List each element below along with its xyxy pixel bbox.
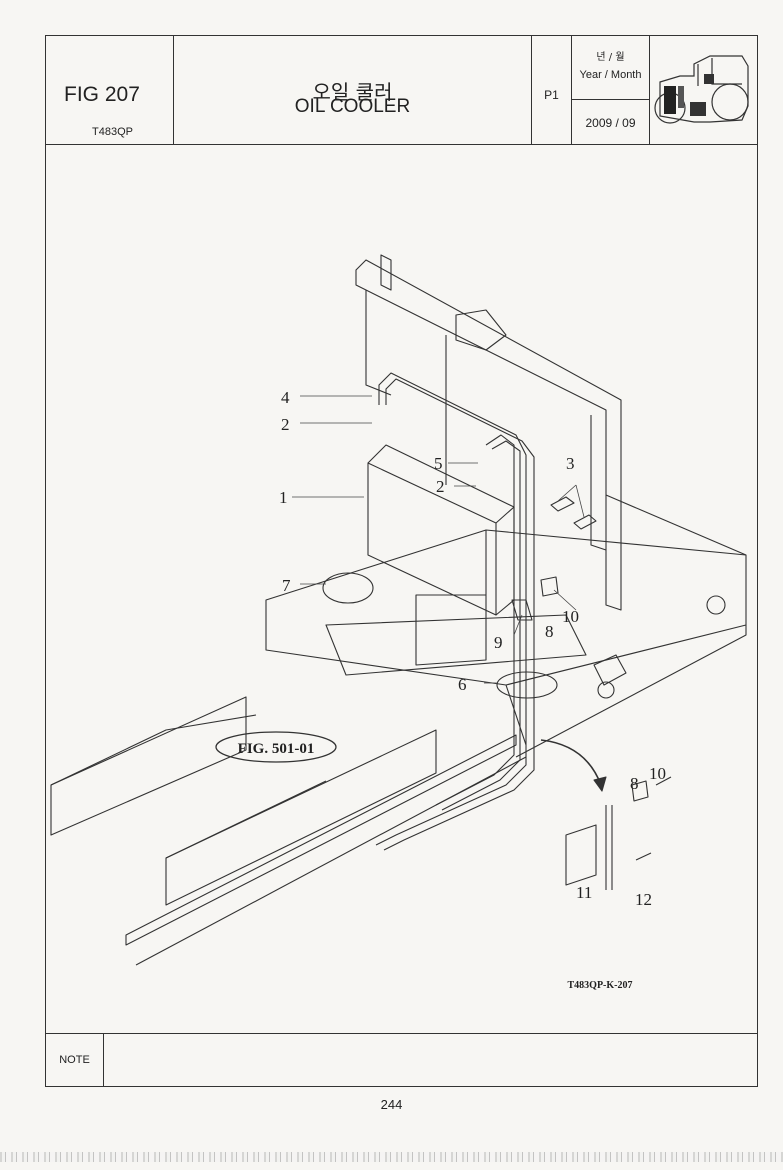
parts-diagram: 4 2 1 5 2 3 7 10 8 9 6 8 10 11 12 FIG. 5… — [50, 254, 747, 991]
callout-10a: 10 — [562, 607, 579, 626]
callout-8a: 8 — [545, 622, 554, 641]
reference-figure-label: FIG. 501-01 — [238, 741, 315, 757]
tractor-icon-cell — [650, 36, 757, 144]
callout-9: 9 — [494, 633, 503, 652]
callout-3: 3 — [566, 454, 575, 473]
scan-artifact — [0, 1152, 783, 1162]
callout-6: 6 — [458, 675, 467, 694]
page-number: 244 — [380, 1097, 403, 1112]
page-cell: P1 — [532, 36, 572, 144]
title-cell: 오일 쿨러 OIL COOLER — [174, 36, 532, 144]
date-label-box: 년 / 월 Year / Month — [572, 36, 649, 100]
drawing-code: T483QP-K-207 — [568, 980, 633, 991]
title-english: OIL COOLER — [294, 96, 411, 117]
callout-1: 1 — [279, 488, 288, 507]
date-cell: 년 / 월 Year / Month 2009 / 09 — [572, 36, 650, 144]
callout-2a: 2 — [281, 415, 290, 434]
callout-11: 11 — [576, 883, 592, 902]
title-korean: 오일 쿨러 — [312, 80, 393, 104]
parts-sheet: FIG 207 T483QP 오일 쿨러 OIL COOLER P1 년 / 월… — [45, 35, 758, 1087]
date-label-korean: 년 / 월 — [596, 52, 625, 63]
callout-2b: 2 — [436, 477, 445, 496]
callout-5: 5 — [434, 454, 443, 473]
note-row: NOTE — [46, 1033, 757, 1086]
callout-4: 4 — [281, 388, 290, 407]
callout-12: 12 — [635, 890, 652, 909]
callout-8b: 8 — [630, 774, 639, 793]
fig-number: FIG 207 — [64, 83, 140, 106]
sheet-page: P1 — [544, 88, 559, 102]
callout-10b: 10 — [649, 764, 666, 783]
tractor-icon — [654, 55, 749, 124]
note-label: NOTE — [46, 1034, 104, 1086]
sheet-header: FIG 207 T483QP 오일 쿨러 OIL COOLER P1 년 / 월… — [46, 36, 757, 145]
callout-7: 7 — [282, 576, 291, 595]
exploded-parts-drawing: 4 2 1 5 2 3 7 10 8 9 6 8 10 11 12 FIG. 5… — [46, 145, 757, 1033]
model-code: T483QP — [92, 126, 133, 138]
fig-cell: FIG 207 T483QP — [46, 36, 174, 144]
date-label-english: Year / Month — [579, 69, 642, 81]
date-value: 2009 / 09 — [585, 116, 636, 130]
